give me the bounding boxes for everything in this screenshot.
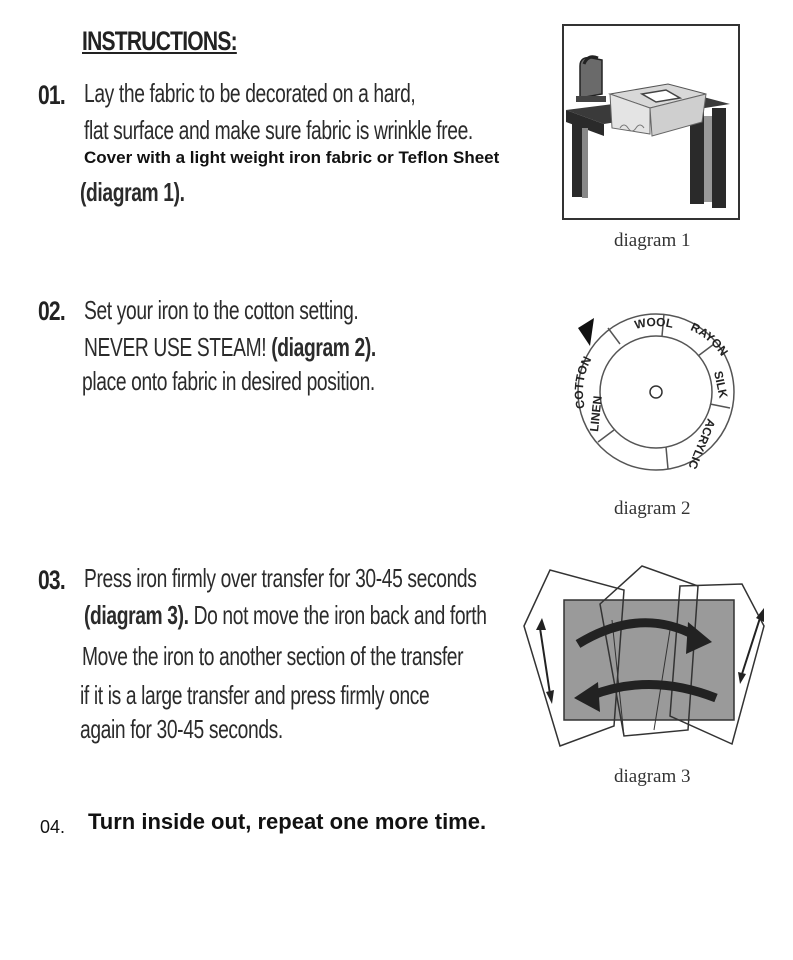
diagram-2-dial: WOOL RAYON SILK ACRYLIC LINEN COTTON [572, 313, 735, 471]
step-1-line-1: Lay the fabric to be decorated on a hard… [84, 78, 416, 108]
dial-label-wool: WOOL [633, 315, 675, 332]
step-1-diagram-ref: (diagram 1). [80, 177, 185, 207]
step-3-line-1: Press iron firmly over transfer for 30-4… [84, 563, 477, 593]
dial-label-linen: LINEN [587, 395, 605, 432]
diagram-3-illustration [523, 565, 765, 747]
diagram-1-illustration [562, 24, 740, 220]
step-2-line-1: Set your iron to the cotton setting. [84, 295, 359, 325]
step-1-line-2: flat surface and make sure fabric is wri… [84, 115, 473, 145]
step-1-note: Cover with a light weight iron fabric or… [84, 148, 500, 167]
diagram-2-caption: diagram 2 [614, 498, 691, 519]
diagram-3-caption: diagram 3 [614, 766, 691, 787]
step-3-line-2: (diagram 3). Do not move the iron back a… [84, 600, 487, 630]
step-3-number: 03. [38, 565, 66, 595]
page-title: INSTRUCTIONS: [82, 26, 238, 56]
step-3-line-3: Move the iron to another section of the … [82, 641, 464, 671]
step-4-number: 04. [40, 817, 66, 837]
step-2-number: 02. [38, 296, 66, 326]
step-3-line-4: if it is a large transfer and press firm… [80, 680, 430, 710]
diagram-1-caption: diagram 1 [614, 230, 691, 251]
step-3-line-5: again for 30-45 seconds. [80, 714, 283, 744]
step-2-line-2: NEVER USE STEAM! (diagram 2). [84, 332, 376, 362]
step-2-line-3: place onto fabric in desired position. [82, 366, 375, 396]
dial-label-silk: SILK [711, 370, 730, 400]
step-4-text: Turn inside out, repeat one more time. [88, 809, 487, 834]
step-1-number: 01. [38, 80, 66, 110]
